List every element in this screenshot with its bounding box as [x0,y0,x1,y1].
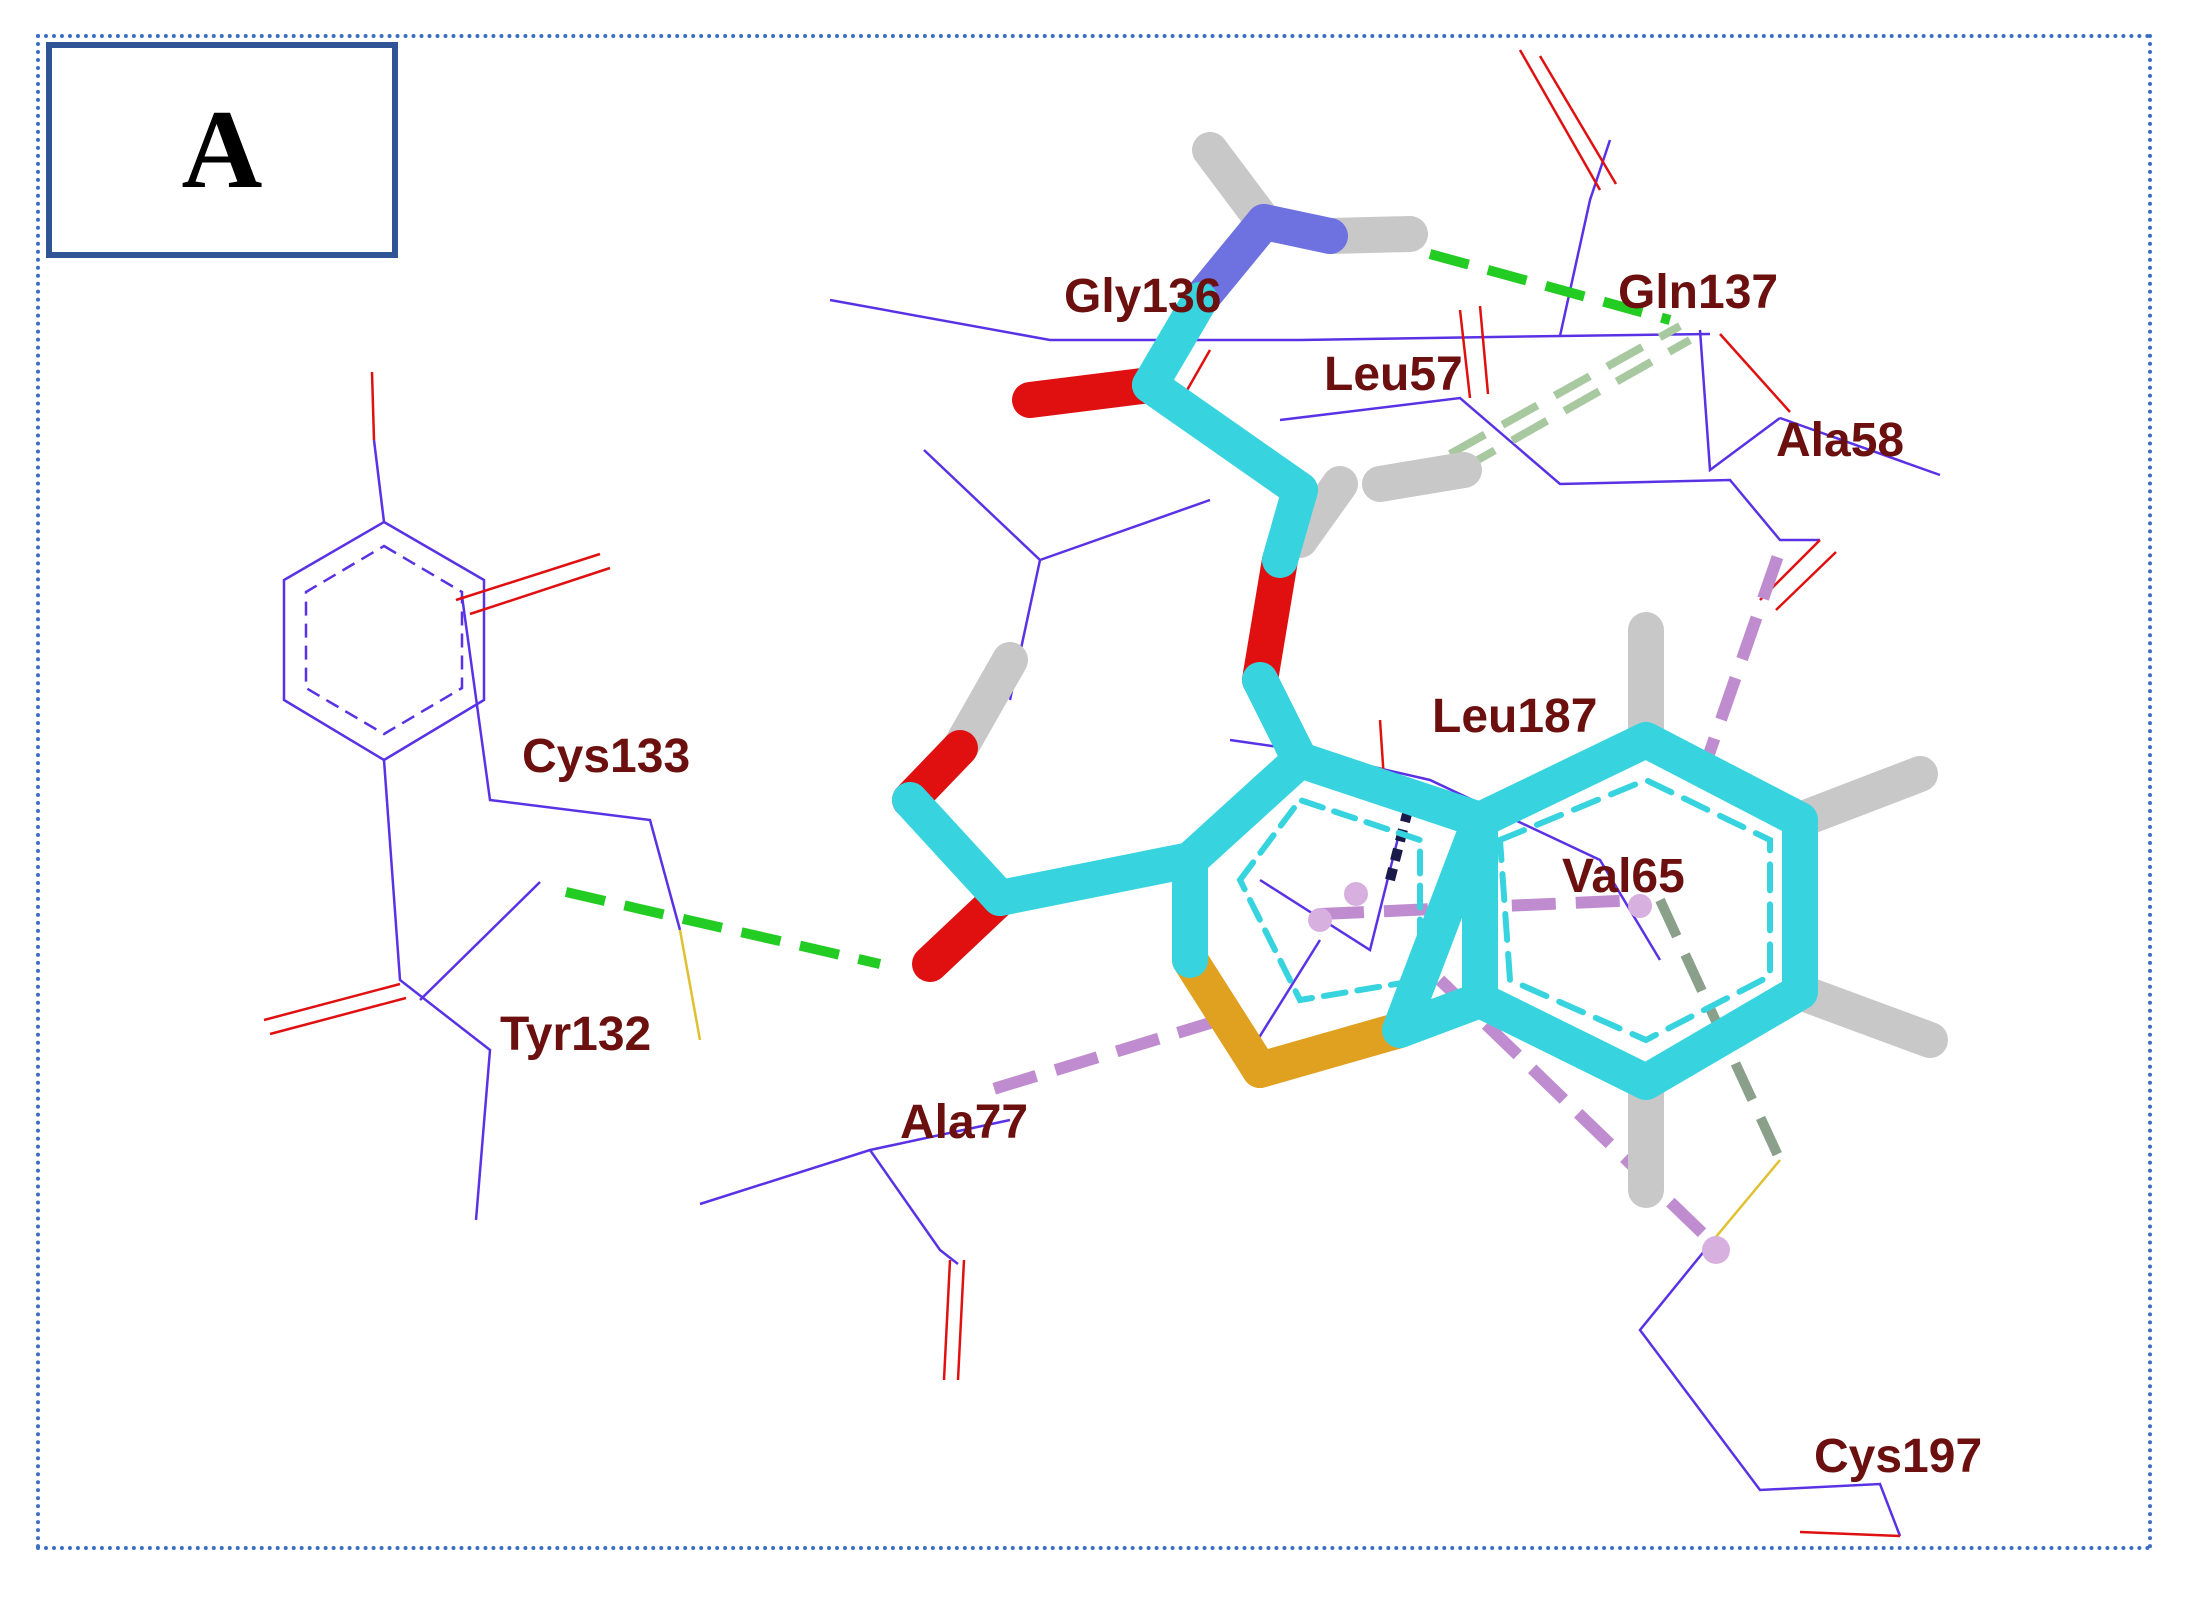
protein-residue-lines [282,139,1941,1537]
cys133-carbonyl-2 [469,566,611,616]
ala77-chain [699,1148,959,1265]
sulfur-lines [678,929,1781,1245]
pi-alkyl-cys197 [1435,975,1725,1255]
carbon-hbond-2 [1448,322,1682,458]
o-ether [1242,542,1298,698]
tyr132-oh-bond [372,439,386,523]
label-tyr132: Tyr132 [500,1008,651,1061]
sulfur-sticks [1172,942,1418,1088]
cys133-sulfur [678,929,702,1041]
tyr132-carbonyl-1 [263,982,401,1022]
label-val65: Val65 [1562,850,1685,903]
c-acid-2 [982,842,1208,916]
ala58-bonds [1698,329,1781,473]
carbon-hbond-1 [1458,336,1692,474]
h-ar3 [1782,974,1948,1058]
c-thio-1 [1172,742,1318,878]
n-bond-2 [1246,204,1348,254]
c-fused-1 [1382,802,1498,1048]
pi-alkyl-ala77 [988,1014,1222,1096]
c-chain-2 [1262,472,1318,578]
label-leu187: Leu187 [1432,690,1597,743]
centroid-3 [1628,894,1652,918]
c-thio-3 [1282,742,1498,838]
pi-sigma-leu187 [1385,808,1413,882]
h-ar2 [1782,756,1938,838]
panel-label-box: A [46,42,398,258]
leu57-carbonyl-2 [1478,305,1490,395]
h-c2 [1362,452,1482,502]
centroid-2 [1344,882,1368,906]
s-bond-2 [1242,1012,1418,1088]
o-carbonyl-1 [1012,367,1168,418]
carbon-sticks [892,282,1818,1100]
panel-letter: A [181,87,263,212]
cys133-carbonyl-1 [455,552,601,602]
gly136-gln137-backbone [829,298,1711,342]
label-ala58: Ala58 [1776,414,1904,467]
tyr132-ring [282,520,486,762]
tyr132-ring-aromatic [304,544,464,736]
leu57-chain [1279,396,1820,542]
ala58-carbonyl [1719,333,1791,413]
label-cys197: Cys197 [1814,1430,1982,1483]
label-cys133: Cys133 [522,730,690,783]
val65-bonds [1259,829,1402,952]
label-ala77: Ala77 [900,1096,1028,1149]
pi-alkyl-ala58 [1694,548,1786,782]
tyr132-carbonyl-2 [269,996,407,1036]
label-gly136: Gly136 [1064,270,1221,323]
cys197-chain [1638,1243,1902,1537]
hbond-gln137 [1428,249,1672,325]
ala77-bond [869,1118,1011,1152]
ala58-methyl [1779,416,1941,477]
dotted-frame [36,34,2152,1550]
c-acid-1 [892,782,1018,916]
label-gln137: Gln137 [1618,266,1778,319]
hbond-tyr132 [564,887,882,969]
label-leu57: Leu57 [1324,348,1463,401]
gln137-carbonyl-1 [1518,49,1602,191]
cys133-backbone [419,881,541,1001]
ala58-co-2 [1775,551,1837,611]
c-chain-1 [1132,367,1318,508]
ala77-co-2 [956,1259,966,1381]
leu57-side [923,449,1211,562]
benzene-aromatic [1496,776,1773,1044]
cys133-side-chain [460,595,682,931]
c-fused-2 [1382,982,1498,1048]
ala77-co-1 [942,1259,952,1381]
thiophene-aromatic [1236,796,1423,1004]
gly136-co [1184,349,1212,393]
centroid-1 [1308,908,1332,932]
residue-labels: Gly136 Gln137 Leu57 Ala58 Leu187 Cys133 … [500,266,1982,1483]
leu57-carbonyl-1 [1458,309,1472,399]
carbonyl-lines [263,49,1901,1538]
tyr132-backbone [382,759,492,1221]
tyr132-oh-line [370,371,376,441]
cys197-co [1799,1530,1901,1538]
ligand-sticks [892,132,1948,1208]
centroid-4 [1702,1236,1730,1264]
cys197-sulfur [1709,1159,1781,1245]
s-bond-1 [1172,942,1278,1088]
gln137-carbonyl-2 [1538,55,1618,185]
